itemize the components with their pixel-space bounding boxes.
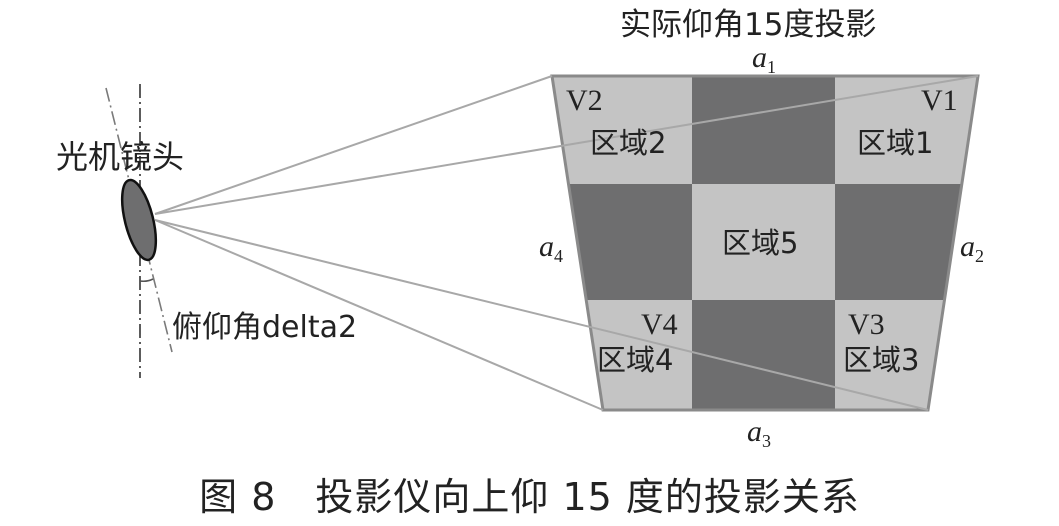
checkerboard	[552, 76, 978, 410]
vertex-label-v3: V3	[848, 308, 885, 341]
lens-label: 光机镜头	[56, 138, 184, 176]
svg-text:a4: a4	[539, 230, 563, 266]
angle-label: 俯仰角delta2	[172, 310, 357, 345]
figure-caption: 图 8 投影仪向上仰 15 度的投影关系	[199, 475, 860, 519]
edge-a2-subscript: 2	[975, 246, 984, 266]
cell-bottom-left	[586, 300, 692, 410]
edge-a3-symbol: a	[747, 415, 762, 448]
region-label-4: 区域4	[597, 343, 673, 377]
projection-rays	[154, 75, 979, 411]
lens-ellipse	[120, 178, 158, 262]
edge-label-a2: a2	[960, 230, 984, 266]
cell-middle-left	[568, 184, 692, 300]
region-label-3: 区域3	[843, 343, 919, 377]
edge-a4-subscript: 4	[554, 246, 563, 266]
cell-bottom-middle	[692, 300, 835, 410]
cell-center	[692, 184, 835, 300]
region-label-2: 区域2	[590, 126, 666, 160]
vertex-label-v1: V1	[921, 84, 958, 117]
edge-a3-subscript: 3	[762, 431, 771, 451]
ray-to-v1	[154, 75, 979, 215]
tilted-axis-line	[105, 87, 173, 353]
ray-to-top-left	[154, 75, 553, 215]
vertex-label-v4: V4	[641, 308, 678, 341]
cell-top-middle	[692, 76, 835, 184]
projection-title: 实际仰角15度投影	[620, 7, 876, 43]
ray-to-bottom-left	[154, 219, 604, 411]
tilt-angle-arc	[139, 278, 154, 283]
edge-a4-symbol: a	[539, 230, 554, 263]
cell-bottom-right	[835, 300, 944, 410]
ray-to-v3	[154, 219, 929, 411]
svg-text:a3: a3	[747, 415, 771, 451]
vertex-label-v2: V2	[566, 84, 603, 117]
cell-top-left	[552, 76, 692, 184]
cell-top-right	[835, 76, 978, 184]
edge-label-a4: a4	[539, 230, 563, 266]
edge-a1-subscript: 1	[767, 57, 776, 77]
edge-a1-symbol: a	[752, 41, 767, 74]
region-label-1: 区域1	[857, 126, 933, 160]
svg-text:a2: a2	[960, 230, 984, 266]
svg-text:a1: a1	[752, 41, 776, 77]
edge-label-a3: a3	[747, 415, 771, 451]
edge-a2-symbol: a	[960, 230, 975, 263]
cell-middle-right	[835, 184, 962, 300]
edge-label-a1: a1	[752, 41, 776, 77]
region-label-5: 区域5	[722, 226, 798, 260]
